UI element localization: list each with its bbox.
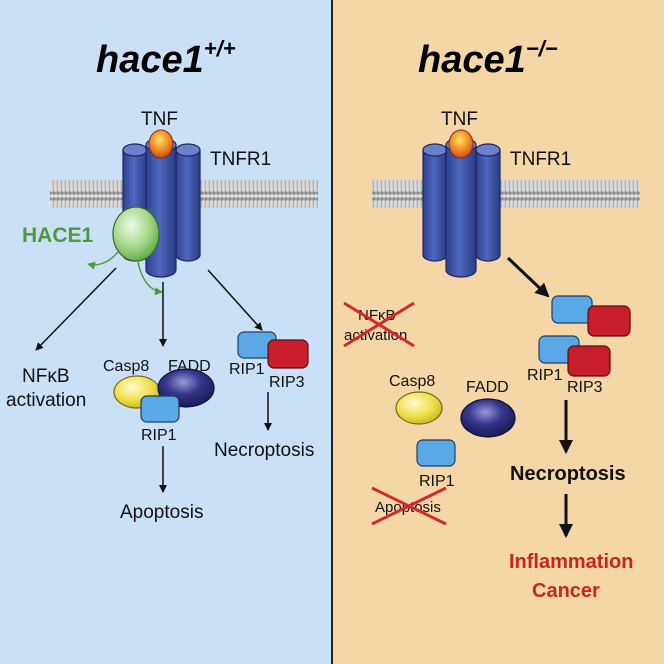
hace1-label: HACE1	[22, 224, 94, 247]
hace1-arrow-casp8	[137, 261, 163, 296]
left-casp8-label: Casp8	[103, 358, 149, 375]
right-tnf-label: TNF	[441, 109, 478, 130]
left-nfkb-activation-label: activation	[6, 390, 86, 411]
right-necroptosis-label: Necroptosis	[510, 463, 626, 485]
left-panel	[0, 0, 331, 664]
rip3-protein-icon	[267, 339, 309, 369]
cross-out-icon	[371, 486, 447, 526]
left-nfkb-label: NFκB	[22, 366, 70, 387]
tnfr1-receptor-icon	[422, 137, 501, 278]
hace1-protein-icon	[112, 206, 160, 262]
left-apoptosis-label: Apoptosis	[120, 502, 203, 523]
cross-out-icon	[343, 301, 415, 348]
casp8-protein-icon	[395, 391, 443, 425]
tnf-ligand-icon	[448, 129, 474, 159]
rip3-protein-icon	[587, 305, 631, 337]
rip1-protein-icon	[551, 295, 593, 324]
left-rip3-label: RIP3	[269, 374, 305, 391]
right-rip1-necro-label: RIP1	[527, 367, 563, 384]
rip1-protein-icon	[416, 439, 456, 467]
arrow-to-necrosome	[506, 256, 550, 298]
membrane-icon	[372, 180, 640, 208]
left-title: hace1+/+	[96, 36, 236, 81]
right-tnfr1-label: TNFR1	[510, 149, 571, 170]
right-rip1-label: RIP1	[419, 473, 455, 490]
tnf-ligand-icon	[148, 129, 174, 159]
right-fadd-label: FADD	[466, 379, 509, 396]
arrow-to-nfkb	[35, 267, 117, 351]
cancer-label: Cancer	[532, 580, 600, 602]
left-necroptosis-label: Necroptosis	[214, 440, 314, 461]
fadd-protein-icon	[460, 398, 516, 438]
left-rip1-necro-label: RIP1	[229, 361, 265, 378]
right-rip3-label: RIP3	[567, 379, 603, 396]
inflammation-label: Inflammation	[509, 551, 633, 573]
left-rip1-complex-label: RIP1	[141, 427, 177, 444]
hace1-arrow-nfkb	[87, 251, 119, 270]
rip1-protein-icon	[140, 395, 180, 423]
left-tnfr1-label: TNFR1	[210, 149, 271, 170]
right-title: hace1−/−	[418, 36, 558, 81]
right-casp8-label: Casp8	[389, 373, 435, 390]
arrow-to-necrosome	[207, 269, 263, 331]
rip3-protein-icon	[567, 345, 611, 377]
left-tnf-label: TNF	[141, 109, 178, 130]
